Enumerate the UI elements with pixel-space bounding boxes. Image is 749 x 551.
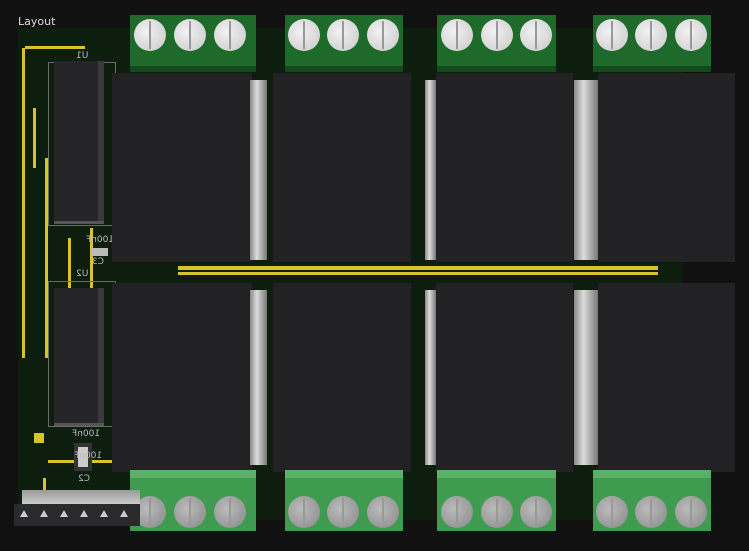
trace — [178, 272, 658, 275]
relay-5[interactable] — [112, 283, 252, 472]
capacitor-c3[interactable] — [92, 248, 108, 256]
screw-icon — [134, 19, 166, 51]
trace — [178, 266, 658, 270]
screw-icon — [481, 19, 513, 51]
pin-header-top — [22, 490, 140, 504]
screw-icon — [675, 496, 707, 528]
screw-icon — [520, 496, 552, 528]
pin-icon — [40, 510, 48, 517]
terminal-block-3[interactable] — [437, 15, 556, 72]
relay-1-side — [250, 80, 267, 260]
pin-icon — [60, 510, 68, 517]
silk-u1: U1 — [76, 51, 89, 61]
silk-u2: U2 — [76, 269, 89, 279]
trace — [33, 108, 36, 168]
pin-icon — [20, 510, 28, 517]
relay-3[interactable] — [436, 73, 573, 262]
capacitor-c1[interactable] — [74, 443, 92, 471]
screw-icon — [596, 19, 628, 51]
relay-4[interactable] — [598, 73, 735, 262]
screw-icon — [635, 19, 667, 51]
relay-8-side — [574, 290, 598, 465]
screw-icon — [327, 19, 359, 51]
silk-c3-value: 100nF — [86, 235, 115, 245]
terminal-block-8[interactable] — [593, 470, 711, 531]
relay-8[interactable] — [598, 283, 735, 472]
relay-7-side — [425, 290, 436, 465]
trace — [68, 238, 71, 298]
ic-u2[interactable] — [54, 288, 104, 423]
screw-icon — [214, 19, 246, 51]
relay-2[interactable] — [273, 73, 411, 262]
screw-icon — [367, 19, 399, 51]
screw-icon — [441, 496, 473, 528]
screw-icon — [288, 496, 320, 528]
screw-icon — [214, 496, 246, 528]
screw-icon — [520, 19, 552, 51]
pin-header[interactable] — [14, 490, 140, 526]
terminal-block-1[interactable] — [130, 15, 256, 72]
terminal-block-6[interactable] — [285, 470, 403, 531]
pin-icon — [80, 510, 88, 517]
screw-icon — [327, 496, 359, 528]
pin-icon — [120, 510, 128, 517]
view-title: Layout — [18, 15, 56, 28]
screw-icon — [441, 19, 473, 51]
screw-icon — [174, 19, 206, 51]
relay-3-side — [425, 80, 436, 260]
screw-icon — [288, 19, 320, 51]
silk-c2-value: 100nF — [74, 451, 103, 461]
silk-c2: C2 — [78, 474, 91, 484]
screw-icon — [367, 496, 399, 528]
terminal-block-7[interactable] — [437, 470, 556, 531]
trace — [22, 48, 25, 358]
silk-c3: C3 — [92, 257, 105, 267]
relay-6[interactable] — [273, 283, 411, 472]
relay-1[interactable] — [112, 73, 252, 262]
pin-header-body — [14, 504, 140, 526]
trace — [25, 46, 85, 49]
screw-icon — [675, 19, 707, 51]
terminal-block-5[interactable] — [130, 470, 256, 531]
screw-icon — [481, 496, 513, 528]
relay-7[interactable] — [436, 283, 573, 472]
pin-icon — [100, 510, 108, 517]
pad — [34, 433, 44, 443]
screw-icon — [635, 496, 667, 528]
relay-5-side — [250, 290, 267, 465]
terminal-block-2[interactable] — [285, 15, 403, 72]
screw-icon — [174, 496, 206, 528]
terminal-block-4[interactable] — [593, 15, 711, 72]
ic-u1[interactable] — [54, 61, 104, 221]
trace — [90, 228, 93, 288]
screw-icon — [596, 496, 628, 528]
silk-c1-value: 100nF — [72, 429, 101, 439]
relay-4-side — [574, 80, 598, 260]
trace — [45, 158, 48, 358]
